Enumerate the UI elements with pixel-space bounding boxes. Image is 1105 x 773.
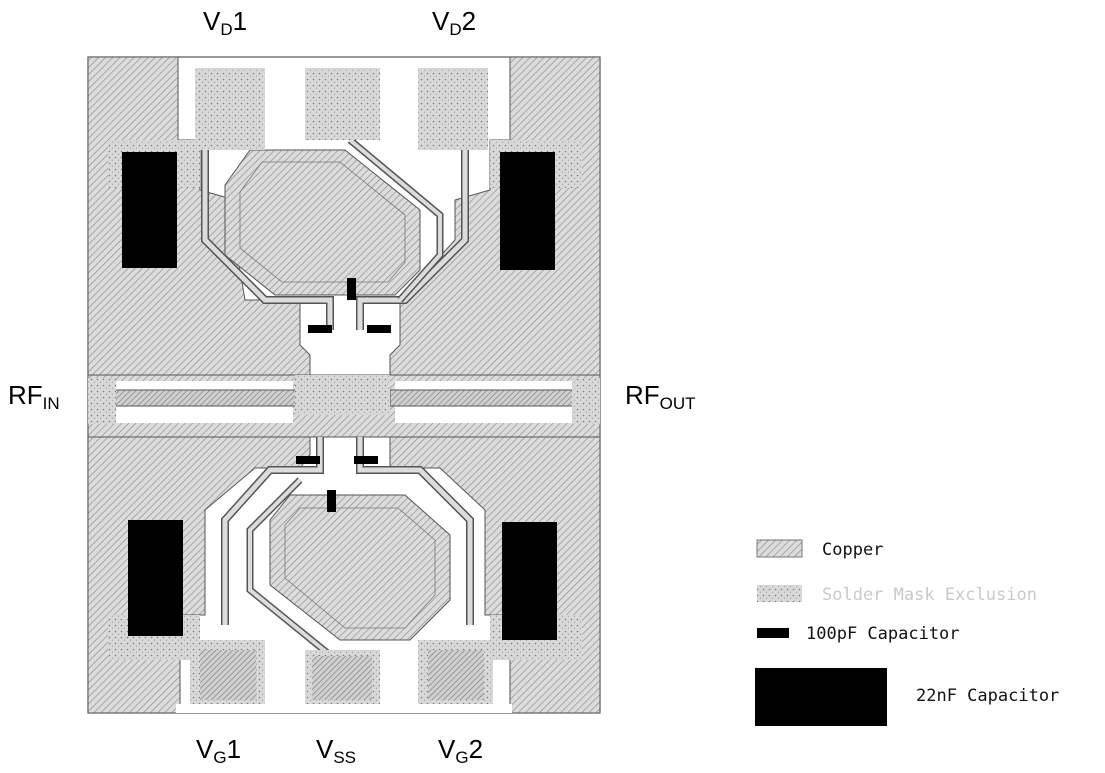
capacitors-22nf <box>122 152 557 640</box>
capacitor-22nf <box>122 152 177 268</box>
capacitor-100pf <box>296 456 320 464</box>
top-copper <box>87 56 601 376</box>
capacitor-22nf <box>500 152 555 270</box>
capacitor-100pf <box>308 325 332 333</box>
pin-label-rf-in: RFIN <box>8 380 60 413</box>
bottom-edge-gap <box>176 704 512 713</box>
legend-label-copper: Copper <box>822 540 883 560</box>
legend-swatch-copper <box>756 539 803 558</box>
pin-label-vg2: VG2 <box>438 734 483 767</box>
capacitor-22nf <box>128 520 183 636</box>
capacitor-100pf <box>327 490 336 512</box>
capacitor-100pf <box>347 278 356 300</box>
capacitors-100pf <box>296 278 391 512</box>
capacitor-22nf <box>502 522 557 640</box>
rf-line <box>87 374 601 438</box>
pin-label-rf-out: RFOUT <box>625 380 696 413</box>
capacitor-100pf <box>354 456 378 464</box>
legend-swatch-solder-mask <box>757 585 802 602</box>
legend-label-100pf: 100pF Capacitor <box>806 624 960 644</box>
legend-swatch-22nf <box>755 668 887 726</box>
pin-label-vss: VSS <box>316 734 356 767</box>
legend-swatch-100pf <box>757 628 789 638</box>
pin-label-vd1: VD1 <box>203 6 247 39</box>
pin-label-vg1: VG1 <box>196 734 241 767</box>
legend-label-22nf: 22nF Capacitor <box>916 686 1059 706</box>
legend: Copper Solder Mask Exclusion 100pF Capac… <box>755 539 1059 726</box>
capacitor-100pf <box>367 325 391 333</box>
legend-label-solder-mask: Solder Mask Exclusion <box>822 585 1037 605</box>
pin-label-vd2: VD2 <box>432 6 476 39</box>
